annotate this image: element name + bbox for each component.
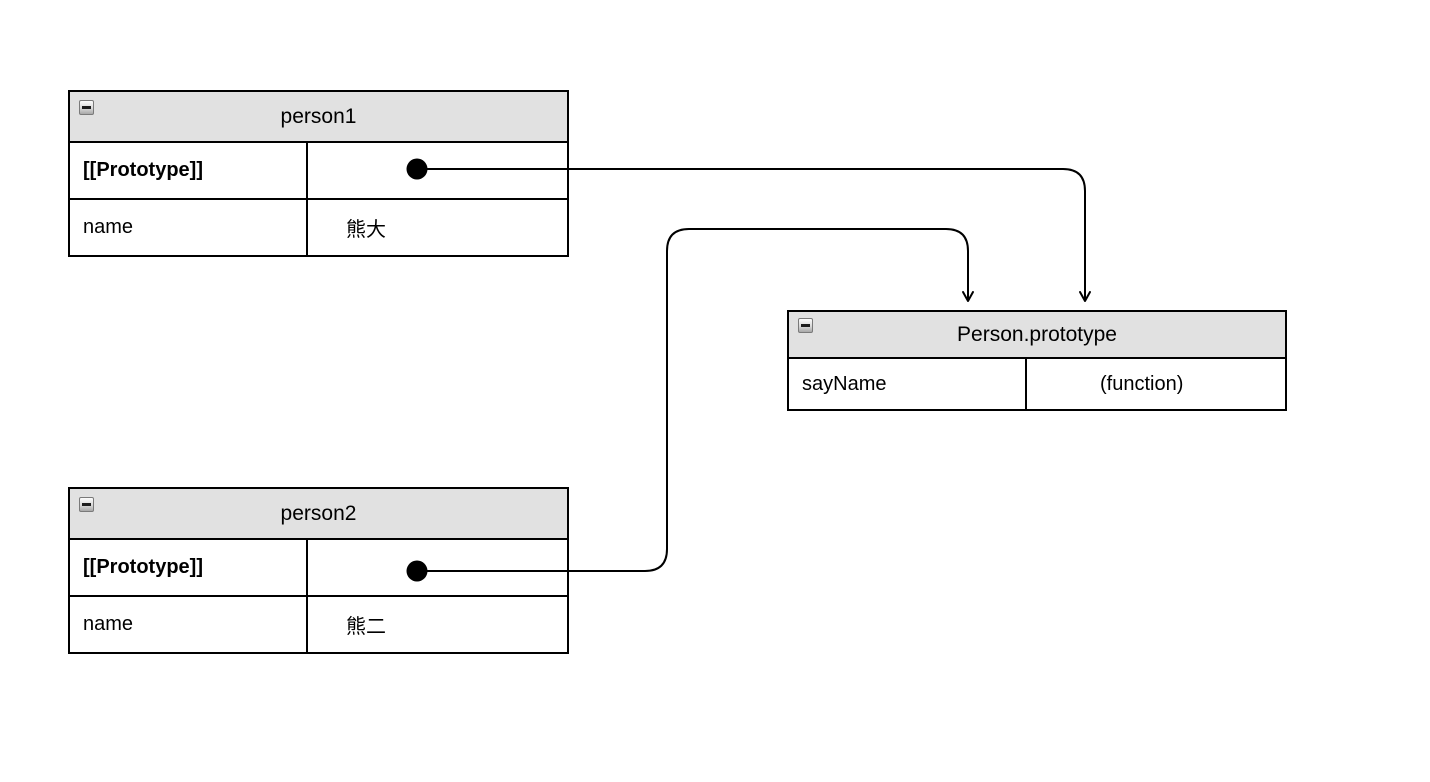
sayname-key-cell: sayName (789, 359, 1027, 409)
sayname-value-cell: (function) (1100, 372, 1184, 395)
table-row: name 熊大 (70, 200, 567, 255)
person1-header: person1 (70, 92, 567, 143)
object-table-person1: person1 [[Prototype]] name 熊大 (68, 90, 569, 257)
prototype-table-header: Person.prototype (789, 312, 1285, 359)
name-key-cell: name (70, 597, 308, 652)
prototype-table-title: Person.prototype (957, 322, 1117, 346)
person1-title: person1 (280, 104, 357, 128)
person2-header: person2 (70, 489, 567, 540)
prototype-pointer-cell (308, 540, 567, 595)
object-table-person2: person2 [[Prototype]] name 熊二 (68, 487, 569, 654)
collapse-icon[interactable] (79, 497, 94, 512)
object-table-person-prototype: Person.prototype sayName (function) (787, 310, 1287, 411)
prototype-key-cell: [[Prototype]] (70, 540, 308, 595)
person2-title: person2 (280, 501, 357, 525)
name-value-cell: 熊二 (346, 616, 386, 638)
minus-glyph (82, 106, 91, 109)
name-key-cell: name (70, 200, 308, 255)
minus-glyph (82, 503, 91, 506)
prototype-pointer-cell (308, 143, 567, 198)
table-row: sayName (function) (789, 359, 1285, 409)
name-value-cell: 熊大 (346, 219, 386, 241)
collapse-icon[interactable] (79, 100, 94, 115)
table-row: name 熊二 (70, 597, 567, 652)
prototype-key-cell: [[Prototype]] (70, 143, 308, 198)
table-row: [[Prototype]] (70, 540, 567, 597)
collapse-icon[interactable] (798, 318, 813, 333)
minus-glyph (801, 324, 810, 327)
table-row: [[Prototype]] (70, 143, 567, 200)
